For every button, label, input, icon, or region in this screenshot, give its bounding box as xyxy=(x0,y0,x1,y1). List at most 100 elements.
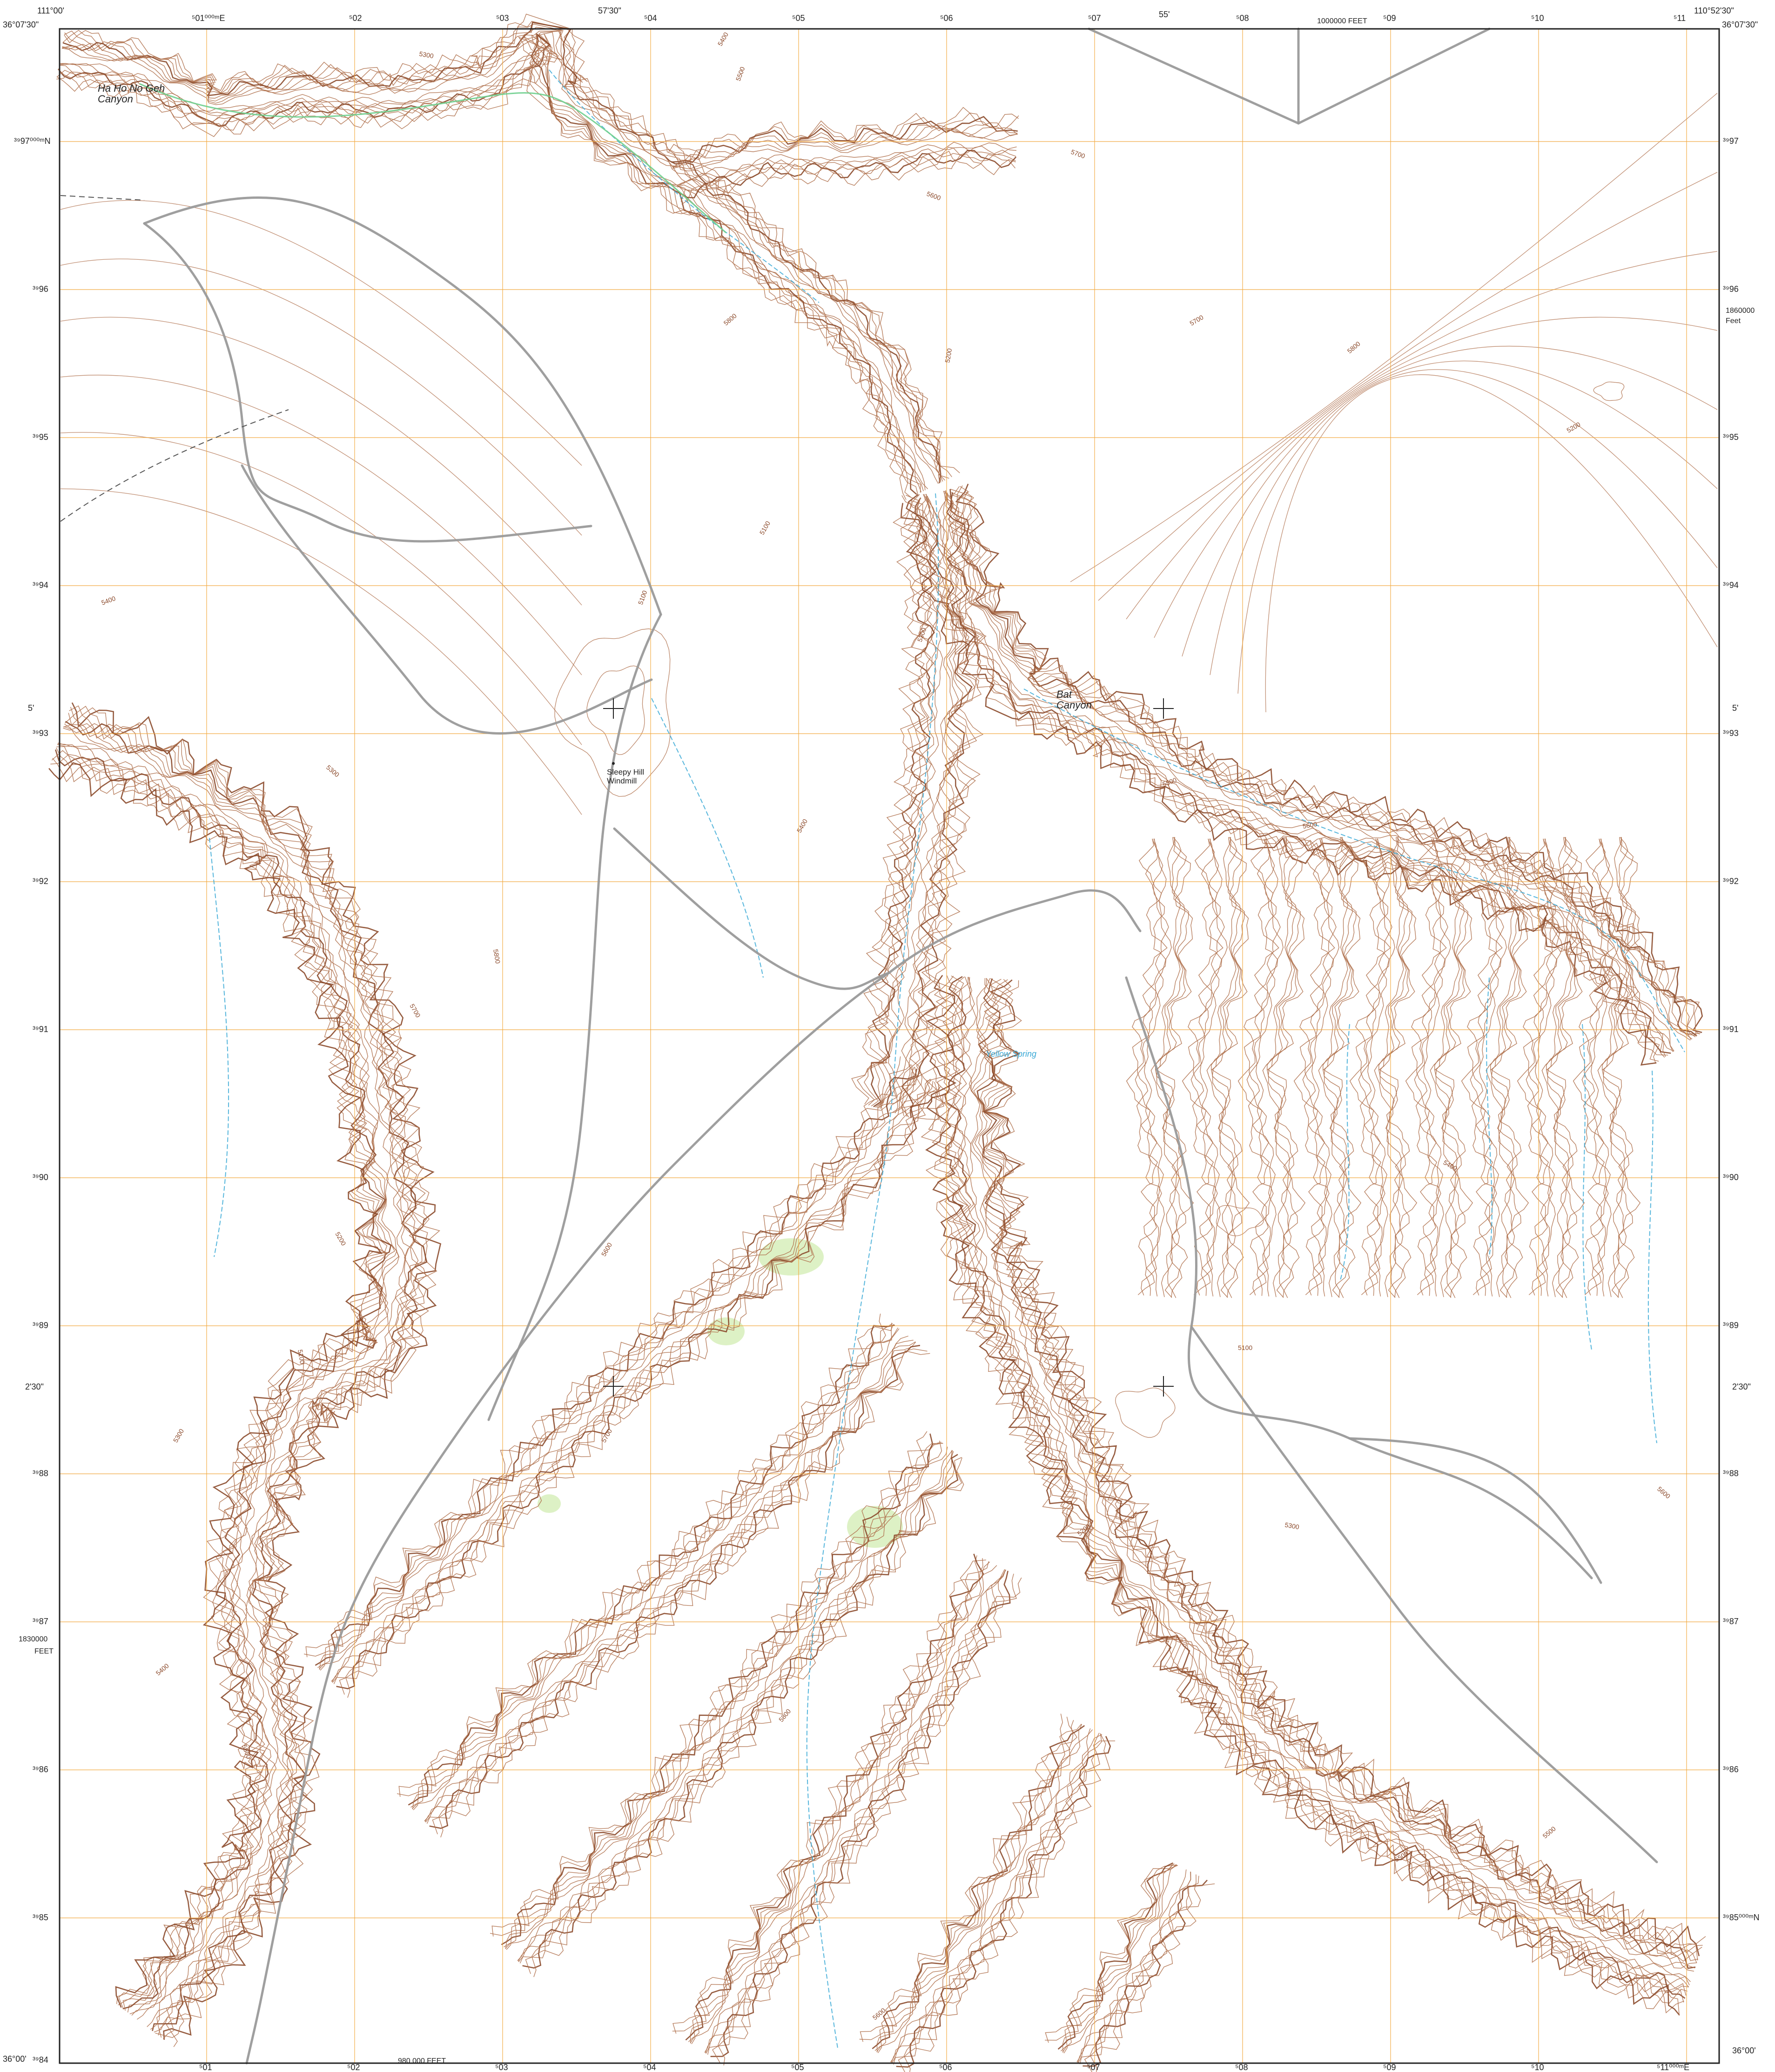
feature-label-line: Sleepy Hill xyxy=(607,768,645,776)
contour-line xyxy=(56,36,907,500)
contour-line xyxy=(953,485,1696,1038)
contour-line xyxy=(1089,1874,1201,2072)
contour-line xyxy=(68,707,440,2047)
contour-line xyxy=(928,976,1684,2014)
contour-line xyxy=(1349,838,1391,1296)
contour-line xyxy=(319,1066,915,1670)
stream-line xyxy=(209,837,229,1257)
dashed-track xyxy=(60,409,289,522)
map-neatline xyxy=(59,28,1720,2064)
road-line xyxy=(888,889,1142,974)
contour-line xyxy=(1293,838,1335,1296)
contour-line xyxy=(1491,837,1524,1298)
contour-line xyxy=(554,628,671,797)
contour-line xyxy=(893,1729,1093,2065)
contour-line xyxy=(1593,381,1625,401)
contour-line xyxy=(1190,838,1225,1296)
easting-label-top: ⁵11 xyxy=(1674,13,1686,23)
contour-line xyxy=(1378,837,1409,1298)
contour-line xyxy=(1098,172,1718,601)
contour-line xyxy=(517,1450,953,1961)
northing-label-right: ³⁹95 xyxy=(1723,432,1739,442)
contour-value-label: 5300 xyxy=(1284,1521,1300,1531)
contour-line xyxy=(60,375,582,675)
contour-line xyxy=(685,1553,984,2041)
contour-line xyxy=(1077,1869,1187,2063)
road-line xyxy=(245,972,890,2065)
contour-line xyxy=(1324,837,1357,1298)
contour-line xyxy=(671,116,1018,163)
contour-line xyxy=(925,496,1674,1052)
contour-line xyxy=(677,142,1017,187)
northing-label-right: ³⁹85⁰⁰⁰ᵐN xyxy=(1723,1913,1760,1922)
contour-line xyxy=(968,978,1695,1969)
easting-label-bottom: ⁵02 xyxy=(347,2063,360,2072)
contour-line xyxy=(1435,837,1468,1298)
contour-line xyxy=(1210,360,1718,675)
contour-line xyxy=(945,977,1689,1993)
stream-line xyxy=(1647,1070,1657,1444)
place-label-line: Bat xyxy=(1056,688,1072,700)
canyon-river xyxy=(139,83,726,234)
northing-label-left: ³⁹84 xyxy=(33,2055,48,2065)
northing-label-right: ³⁹91 xyxy=(1723,1025,1739,1034)
feet-tick-1830000: 1830000 xyxy=(19,1635,48,1643)
contour-line xyxy=(909,491,984,1120)
contour-line xyxy=(712,1577,1022,2063)
easting-label-top: ⁵01⁰⁰⁰ᵐE xyxy=(192,13,225,23)
contour-line xyxy=(57,33,917,495)
contour-line xyxy=(504,1446,948,1948)
contour-line xyxy=(531,1457,962,1978)
contour-line xyxy=(58,742,397,2014)
vegetation-patch xyxy=(538,1494,561,1513)
place-bat-canyon: Bat Canyon xyxy=(1056,689,1092,710)
contour-line xyxy=(522,1454,959,1969)
contour-line xyxy=(1323,837,1353,1298)
contour-line xyxy=(1588,838,1619,1297)
contour-line xyxy=(672,1559,986,2032)
contour-line xyxy=(1477,838,1507,1297)
easting-label-bottom: ⁵01 xyxy=(199,2063,212,2072)
contour-line xyxy=(425,1342,916,1822)
contour-line xyxy=(900,493,964,1117)
feet-tick-1000000: 1000000 FEET xyxy=(1317,17,1367,25)
stream-line xyxy=(1023,688,1685,1053)
contour-line xyxy=(903,1741,1116,2072)
stream-layer xyxy=(139,69,1685,2049)
contour-line xyxy=(525,1458,964,1974)
contour-line xyxy=(893,493,955,1114)
northing-label-left: ³⁹92 xyxy=(33,877,48,886)
contour-line xyxy=(59,34,924,492)
easting-label-top: ⁵04 xyxy=(644,13,657,23)
contour-line xyxy=(1267,837,1297,1298)
contour-value-label: 5200 xyxy=(943,348,953,364)
contour-line xyxy=(891,1733,1100,2064)
contour-line xyxy=(921,974,1680,2016)
contour-line xyxy=(1211,837,1241,1298)
dashed-track xyxy=(60,195,145,201)
marker-layer xyxy=(603,698,1174,1397)
contour-line xyxy=(64,21,960,473)
contour-line xyxy=(704,1569,1006,2053)
contour-line xyxy=(950,489,1700,1035)
contour-line xyxy=(333,1080,934,1684)
contour-line xyxy=(52,758,387,2005)
contour-line xyxy=(56,746,400,2020)
easting-label-bottom: ⁵06 xyxy=(939,2063,952,2072)
contour-line xyxy=(678,150,1017,199)
contour-line xyxy=(317,1072,921,1668)
contour-line xyxy=(1253,838,1284,1297)
contour-line xyxy=(680,154,1016,202)
contour-line xyxy=(877,1720,1074,2053)
contour-value-label: 5300 xyxy=(418,50,434,60)
contour-line xyxy=(1216,1205,1264,1236)
contour-line xyxy=(60,200,582,466)
contour-line xyxy=(519,1450,953,1964)
contour-line xyxy=(1182,346,1718,657)
contour-line xyxy=(1421,838,1451,1297)
feet-tick-1860000: 1860000 xyxy=(1726,307,1755,315)
contour-line xyxy=(63,723,419,2032)
contour-line xyxy=(1434,837,1465,1298)
lat-tick-5-left: 5' xyxy=(28,703,34,713)
